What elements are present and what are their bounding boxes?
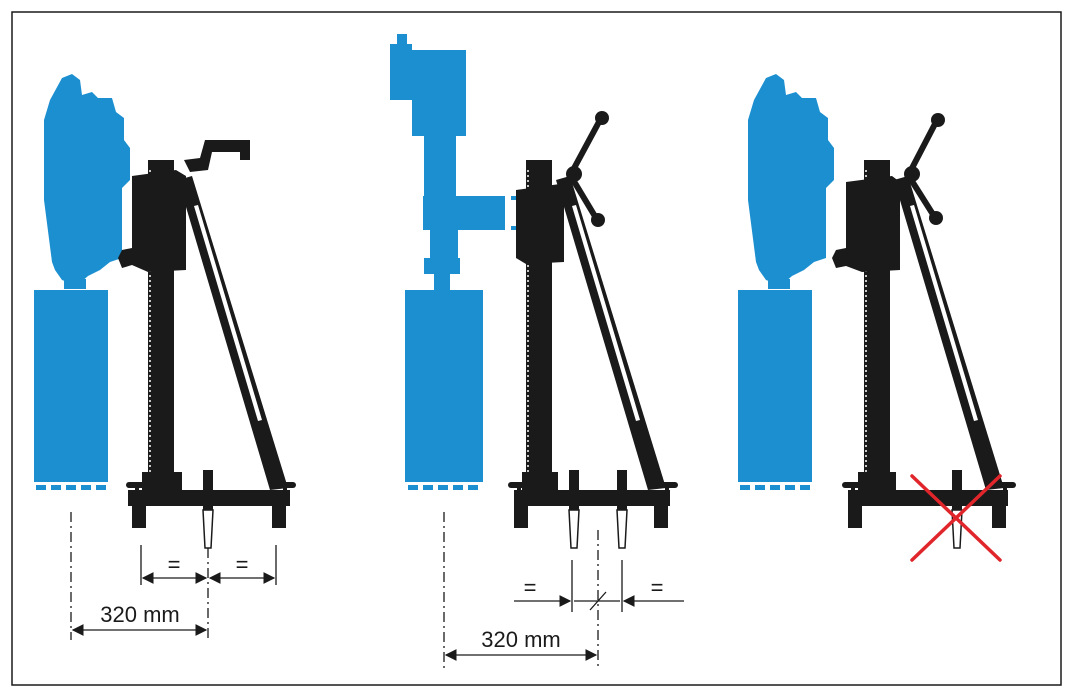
panel-left: = = 320 mm	[34, 74, 296, 640]
dimensions-left	[70, 512, 277, 640]
drill-stand-left	[118, 140, 296, 549]
distance-label-middle: 320 mm	[481, 627, 560, 652]
motor-neck-right	[768, 279, 790, 289]
panel-middle: = = 320 mm	[390, 34, 684, 668]
bit-teeth-middle	[408, 485, 478, 490]
drill-stand-right	[832, 113, 1016, 549]
bit-teeth-right	[740, 485, 810, 490]
diagram-frame	[11, 11, 1062, 686]
core-bit-left	[34, 290, 108, 482]
drill-motor-left	[44, 74, 130, 283]
equal-mark-left-1: =	[168, 552, 181, 577]
core-bit-right	[738, 290, 812, 482]
drill-motor-middle	[390, 34, 523, 290]
cross-icon	[910, 474, 1002, 562]
panel-right	[738, 74, 1016, 562]
equal-mark-middle-1: =	[524, 575, 537, 600]
drill-motor-right	[748, 74, 834, 283]
motor-neck-left	[64, 279, 86, 289]
core-bit-middle	[405, 290, 483, 482]
dimensions-middle	[443, 512, 684, 668]
equal-mark-left-2: =	[236, 552, 249, 577]
distance-label-left: 320 mm	[100, 602, 179, 627]
equal-mark-middle-2: =	[651, 575, 664, 600]
drill-stand-middle	[508, 111, 678, 549]
bit-teeth-left	[36, 485, 106, 490]
